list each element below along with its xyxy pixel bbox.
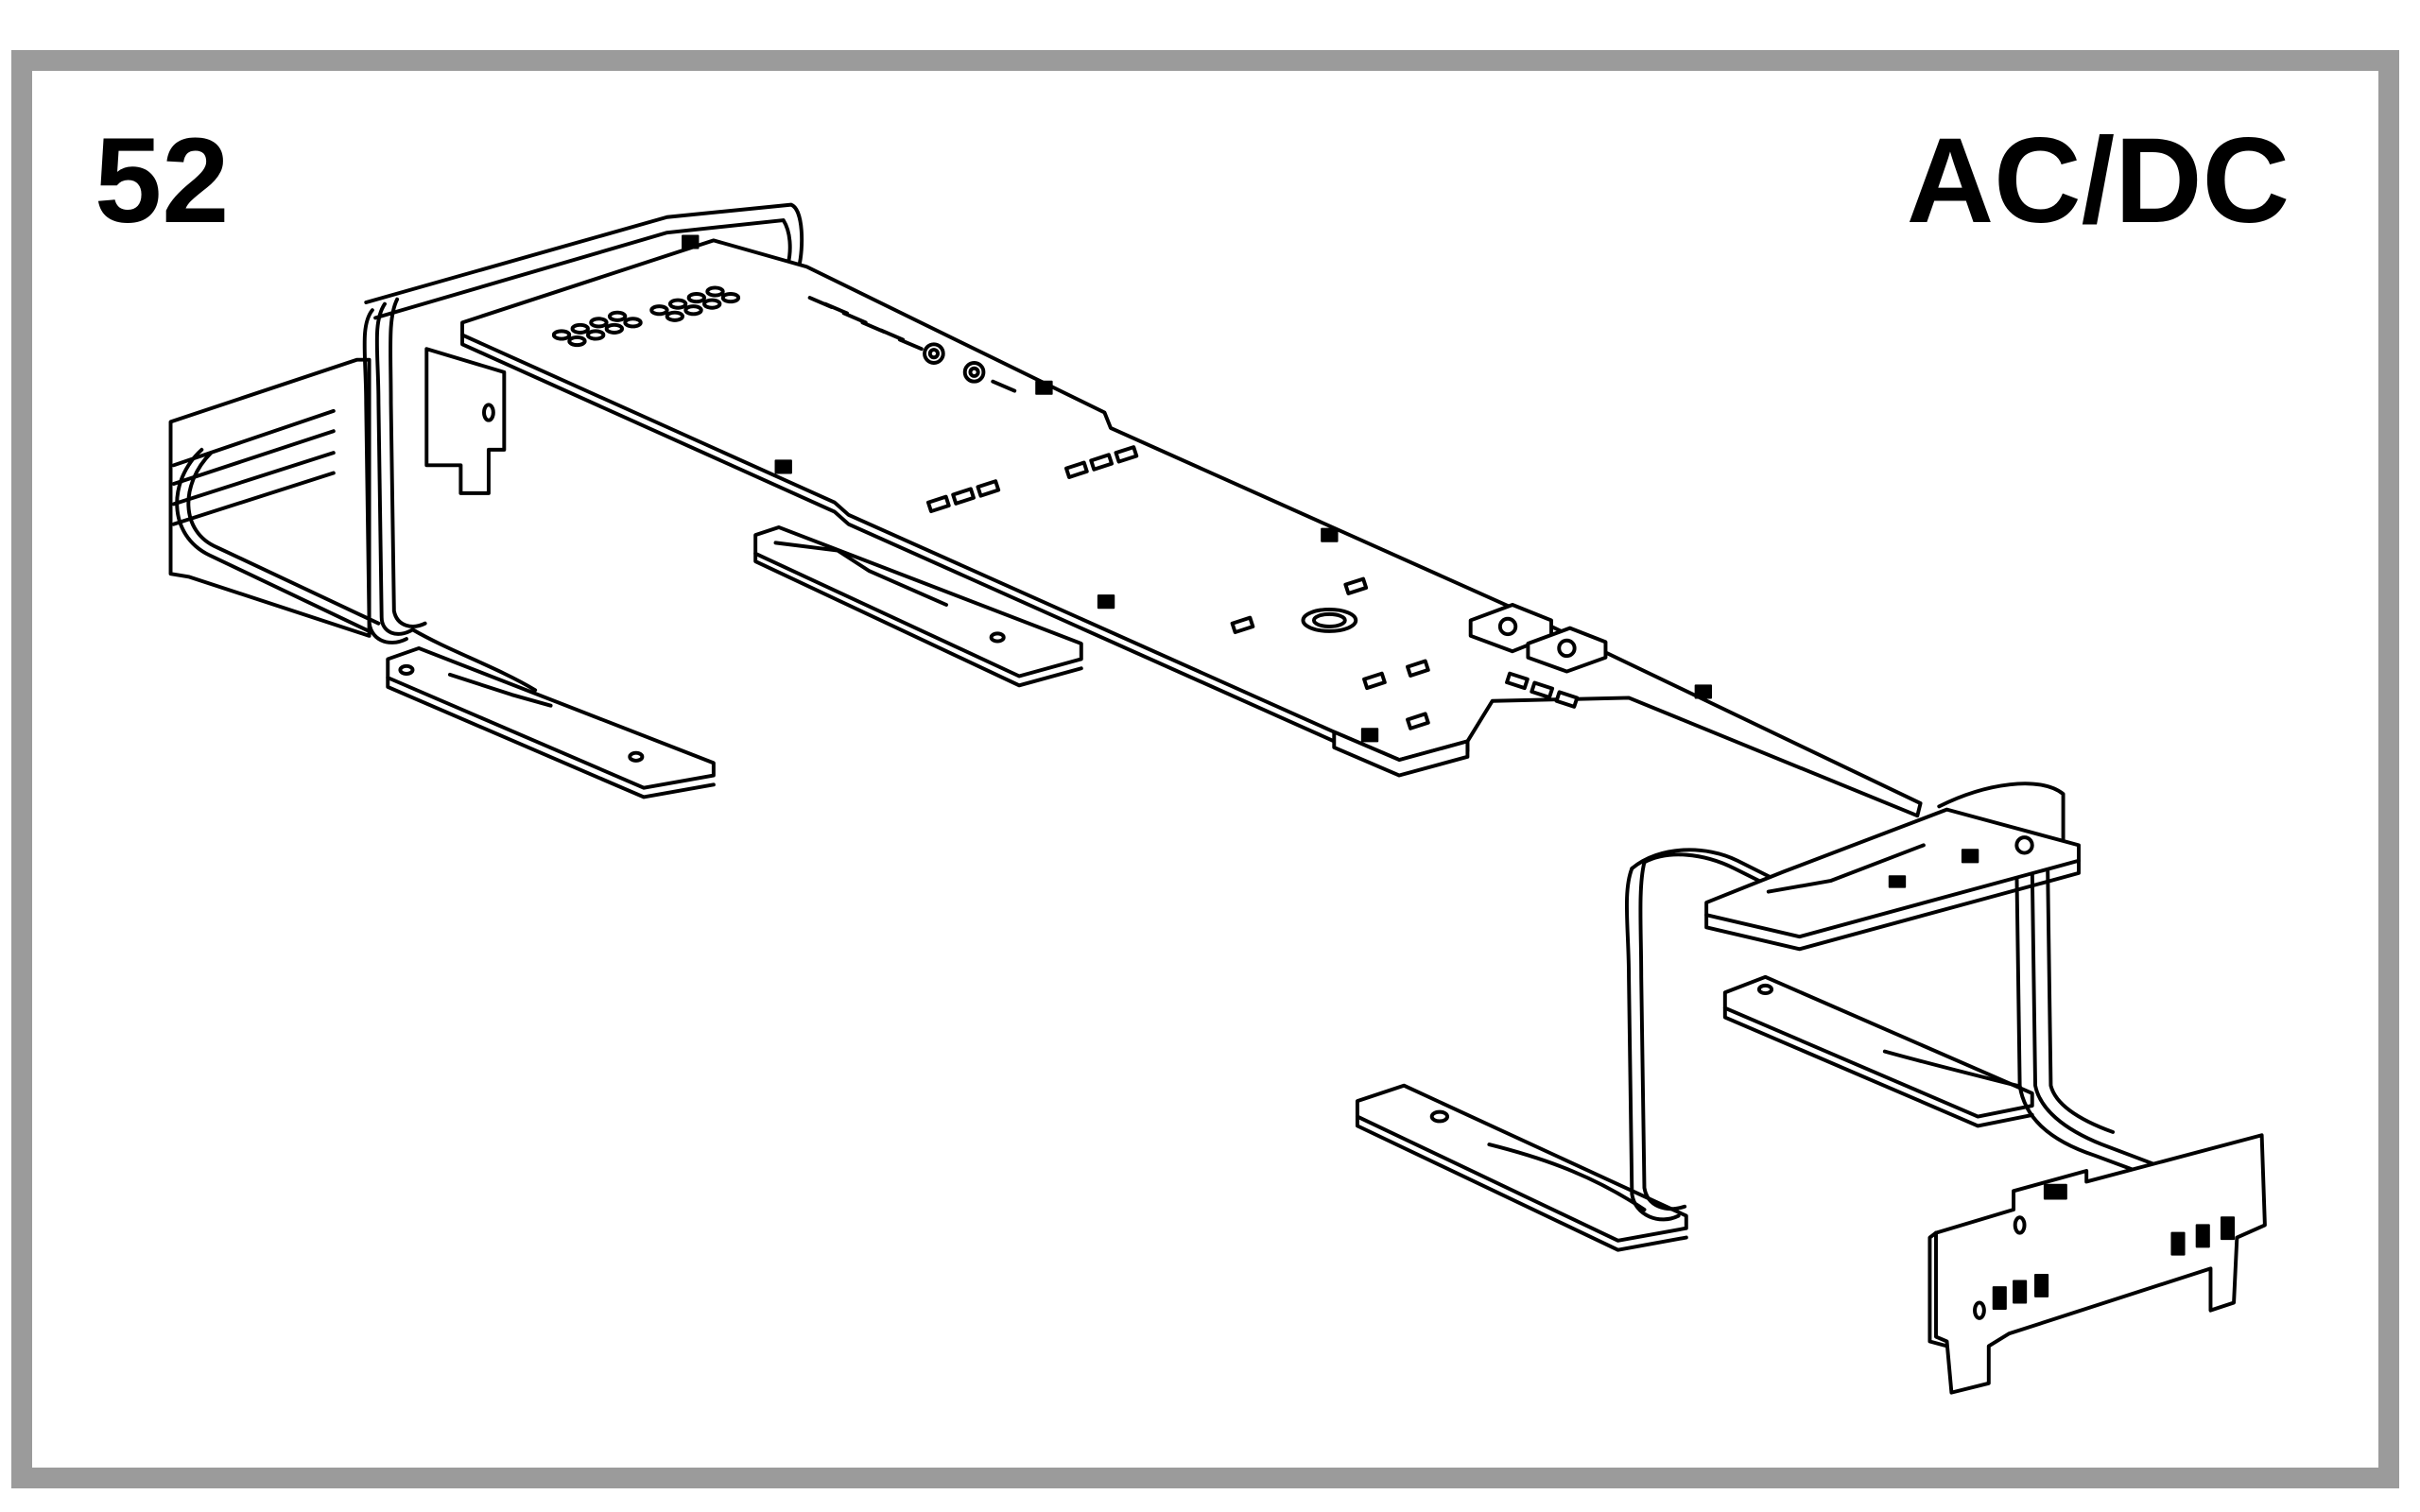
wire-harness-right	[1624, 782, 2162, 1222]
right-end-light-board	[1927, 1133, 2267, 1395]
main-circuit-board	[460, 234, 1923, 818]
mode-label: AC/DC	[1906, 113, 2290, 249]
right-top-bracket	[1704, 807, 2081, 952]
board-components	[682, 234, 1713, 743]
middle-foot-pickup	[753, 524, 1083, 688]
left-foot-pickup	[386, 645, 716, 799]
board-holes	[551, 285, 1358, 633]
left-connector-plate	[168, 347, 507, 638]
step-number: 52	[95, 113, 230, 249]
right-front-foot-pickup	[1355, 1083, 1688, 1252]
wire-harness-left	[175, 202, 804, 693]
right-rear-foot-pickup	[1722, 974, 2034, 1128]
